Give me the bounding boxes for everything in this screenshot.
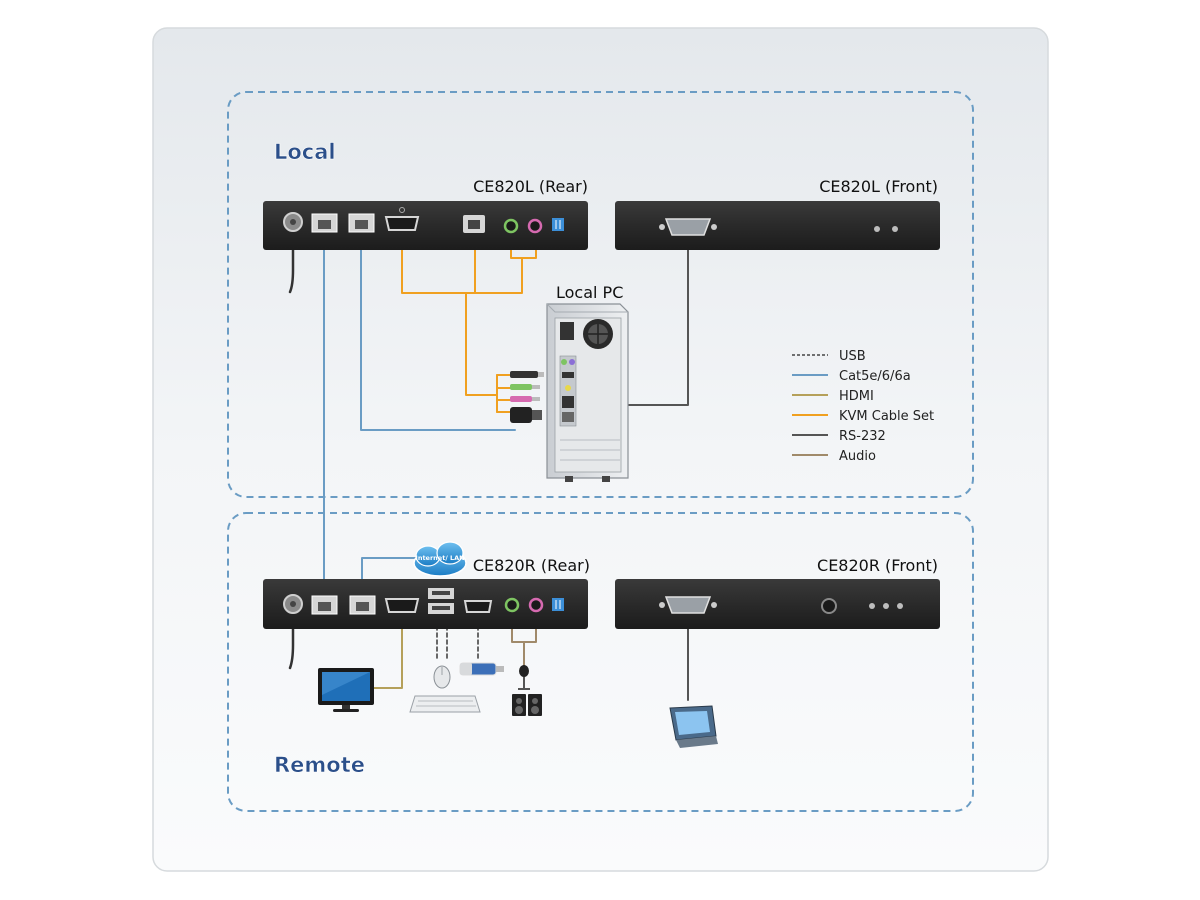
hdmi-port-icon <box>384 216 420 231</box>
ce820l-front-label: CE820L (Front) <box>819 177 938 196</box>
power-cord-remote <box>288 618 295 670</box>
led-indicator-icon <box>897 603 903 609</box>
local-pc-label: Local PC <box>556 283 623 302</box>
local-zone <box>227 91 974 498</box>
ce820r-front-label: CE820R (Front) <box>817 556 938 575</box>
local-zone-title: Local <box>274 140 336 164</box>
legend-item: USB <box>792 349 866 364</box>
audio-out-jack-icon <box>504 597 520 613</box>
remote-zone <box>227 512 974 812</box>
ce820r-rear-unit <box>263 579 588 629</box>
ce820r-front-unit <box>615 579 940 629</box>
kvm-cable-trunk <box>465 292 498 396</box>
usb-flash-drive-icon <box>459 662 504 676</box>
power-cord-local <box>288 246 295 294</box>
legend-item: Cat5e/6/6a <box>792 369 911 384</box>
legend-label: RS-232 <box>839 429 886 444</box>
speakers-icon <box>512 694 542 716</box>
kvm-cable-hdmi-branch <box>401 239 523 294</box>
legend-label: USB <box>839 349 866 364</box>
ce820l-front-unit <box>615 201 940 250</box>
usb-port-icon <box>463 600 493 613</box>
local-pc-tower-icon <box>546 303 629 482</box>
remote-zone-title: Remote <box>274 753 365 777</box>
legend-item: RS-232 <box>792 429 886 444</box>
audio-out-jack-icon <box>503 218 519 234</box>
mouse-icon <box>433 665 451 689</box>
legend-label: KVM Cable Set <box>839 409 934 424</box>
ce820l-rear-label: CE820L (Rear) <box>473 177 588 196</box>
cat5-pc-cable <box>360 239 516 431</box>
button-icon <box>821 598 837 614</box>
monitor-icon <box>318 668 374 712</box>
rs232-port-icon <box>664 218 712 236</box>
dip-switch-icon <box>552 598 564 611</box>
rs232-port-icon <box>664 596 712 614</box>
microphone-icon <box>518 665 530 690</box>
touch-panel-icon <box>669 705 718 748</box>
led-indicator-icon <box>874 226 880 232</box>
dip-switch-icon <box>552 218 564 231</box>
ce820r-rear-label: CE820R (Rear) <box>473 556 590 575</box>
legend-label: HDMI <box>839 389 874 404</box>
network-cloud-label: Internet/ LAN <box>415 554 464 562</box>
led-indicator-icon <box>883 603 889 609</box>
keyboard-icon <box>409 695 481 713</box>
legend-item: KVM Cable Set <box>792 409 934 424</box>
legend-item: Audio <box>792 449 876 464</box>
led-indicator-icon <box>869 603 875 609</box>
network-cloud-icon: Internet/ LAN <box>413 541 467 577</box>
legend-label: Cat5e/6/6a <box>839 369 911 384</box>
hdmi-port-icon <box>384 598 420 613</box>
ce820l-rear-unit <box>263 201 588 250</box>
kvm-connector-plugs-icon <box>510 371 544 423</box>
led-indicator-icon <box>892 226 898 232</box>
legend-label: Audio <box>839 449 876 464</box>
mic-in-jack-icon <box>527 218 543 234</box>
mic-in-jack-icon <box>528 597 544 613</box>
legend-item: HDMI <box>792 389 874 404</box>
hdmi-monitor-cable <box>373 611 403 689</box>
